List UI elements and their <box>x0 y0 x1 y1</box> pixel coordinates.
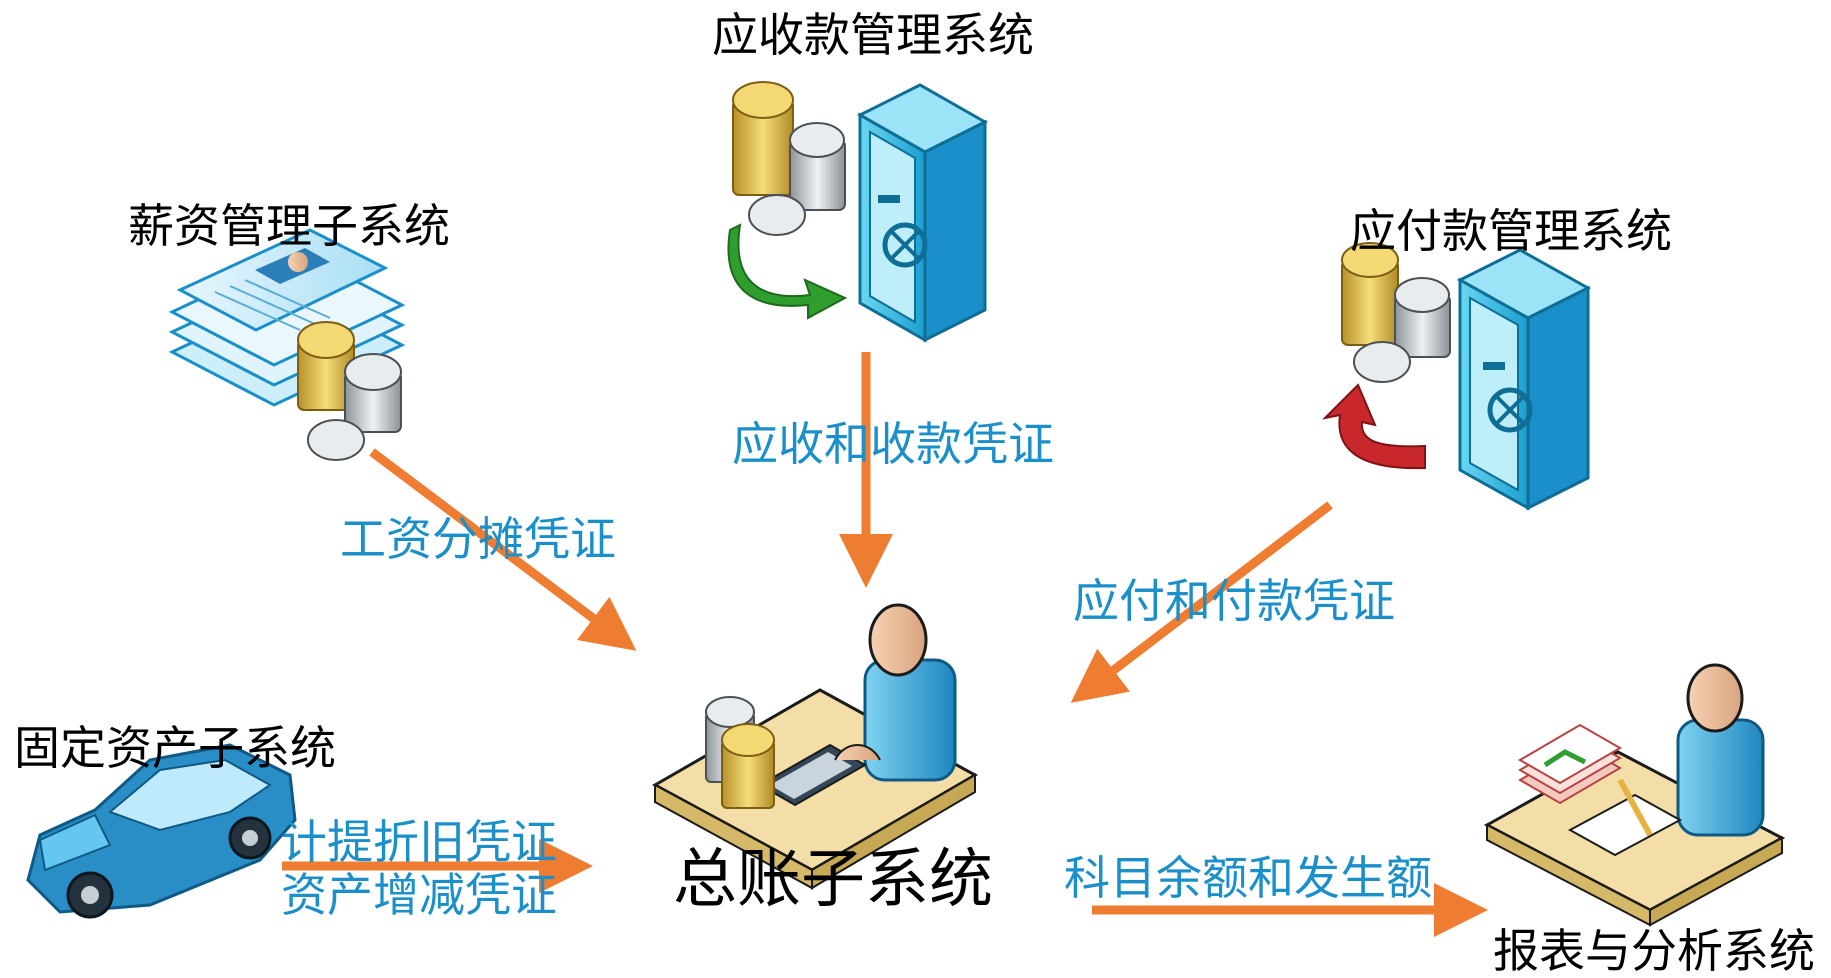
flow-balance-label: 科目余额和发生额 <box>1064 851 1432 905</box>
flow-depreciation-label: 计提折旧凭证 <box>281 815 557 869</box>
salary-documents-icon <box>168 228 406 407</box>
reports-system-label: 报表与分析系统 <box>1493 924 1815 978</box>
payable-system-label: 应付款管理系统 <box>1350 204 1672 258</box>
fixed-assets-system-label: 固定资产子系统 <box>14 721 336 775</box>
salary-system-label: 薪资管理子系统 <box>128 199 450 253</box>
receivable-system-label: 应收款管理系统 <box>712 8 1034 62</box>
report-analyst-icon <box>1483 663 1786 927</box>
coins-icon <box>732 81 846 236</box>
arrow-salary-to-gl <box>369 448 637 651</box>
safe-icon <box>856 83 989 343</box>
coins-icon <box>1341 242 1451 383</box>
car-icon <box>26 743 297 919</box>
flow-asset-change-label: 资产增减凭证 <box>281 868 557 922</box>
general-ledger-label: 总账子系统 <box>673 843 993 917</box>
flow-salary-label: 工资分摊凭证 <box>340 512 616 566</box>
safe-icon <box>1456 248 1592 511</box>
flow-receivable-label: 应收和收款凭证 <box>732 417 1054 471</box>
arrow-payable-to-gl <box>1070 501 1333 703</box>
red-curved-arrow-icon <box>1321 383 1426 470</box>
green-curved-arrow-icon <box>727 223 848 320</box>
flow-payable-label: 应付和付款凭证 <box>1073 574 1395 628</box>
coins-icon <box>297 321 402 461</box>
accountant-desk-icon <box>651 603 979 890</box>
